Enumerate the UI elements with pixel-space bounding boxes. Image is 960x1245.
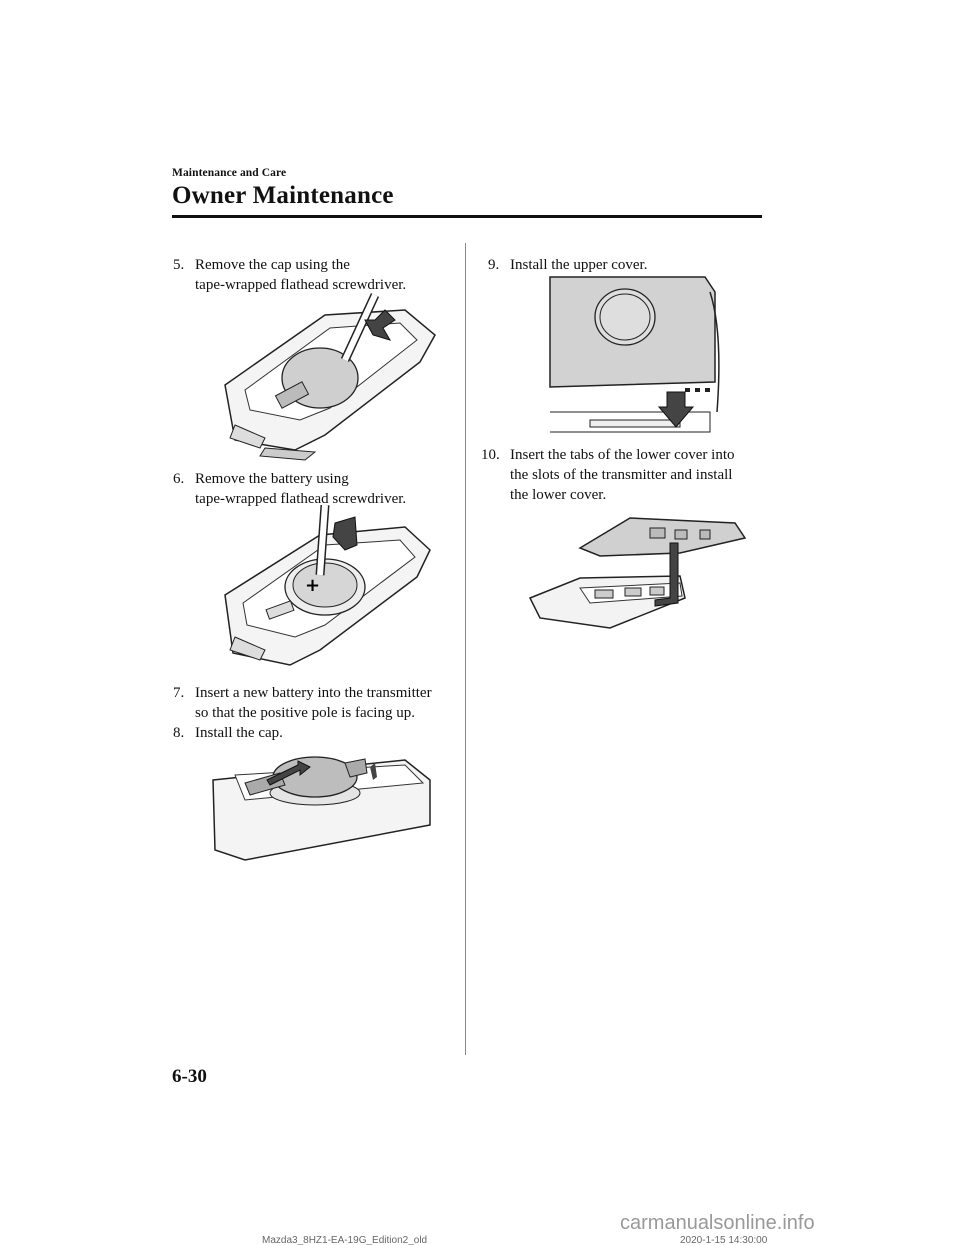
step-6: 6. Remove the battery using tape-wrapped…	[173, 469, 463, 509]
watermark: carmanualsonline.info	[620, 1212, 815, 1234]
step-10: 10. Insert the tabs of the lower cover i…	[481, 445, 778, 505]
page-number: 6-30	[172, 1066, 207, 1087]
page-title: Owner Maintenance	[172, 182, 394, 209]
step-text: Remove the battery using	[195, 471, 349, 487]
figure-install-lower-cover	[520, 508, 750, 643]
positive-pole-symbol: +	[305, 575, 320, 596]
title-rule	[172, 215, 762, 218]
step-number: 10.	[481, 447, 500, 463]
step-text: Install the upper cover.	[510, 257, 648, 273]
step-5: 5. Remove the cap using the tape-wrapped…	[173, 255, 463, 295]
footer-file-name: Mazda3_8HZ1-EA-19G_Edition2_old	[262, 1235, 428, 1245]
step-number: 8.	[173, 725, 185, 741]
step-7: 7. Insert a new battery into the transmi…	[173, 683, 463, 723]
footer-timestamp: 2020-1-15 14:30:00	[680, 1235, 768, 1245]
step-text: the slots of the transmitter and install	[510, 467, 733, 483]
step-text: Remove the cap using the	[195, 257, 350, 273]
step-text: Insert a new battery into the transmitte…	[195, 685, 432, 701]
step-text: the lower cover.	[510, 487, 607, 503]
step-number: 9.	[488, 257, 500, 273]
step-text: Install the cap.	[195, 725, 283, 741]
figure-install-upper-cover	[545, 272, 725, 437]
step-number: 6.	[173, 471, 185, 487]
step-text: tape-wrapped flathead screwdriver.	[195, 491, 407, 507]
figure-remove-battery: +	[205, 505, 445, 680]
section-label: Maintenance and Care	[172, 167, 287, 179]
step-text: so that the positive pole is facing up.	[195, 705, 415, 721]
figure-remove-cap	[205, 290, 445, 465]
step-number: 5.	[173, 257, 185, 273]
step-text: Insert the tabs of the lower cover into	[510, 447, 735, 463]
column-divider	[465, 243, 466, 1055]
step-9: 9. Install the upper cover.	[488, 255, 778, 275]
step-text: tape-wrapped flathead screwdriver.	[195, 277, 407, 293]
step-number: 7.	[173, 685, 185, 701]
figure-install-cap	[205, 745, 435, 865]
step-8: 8. Install the cap.	[173, 723, 463, 743]
